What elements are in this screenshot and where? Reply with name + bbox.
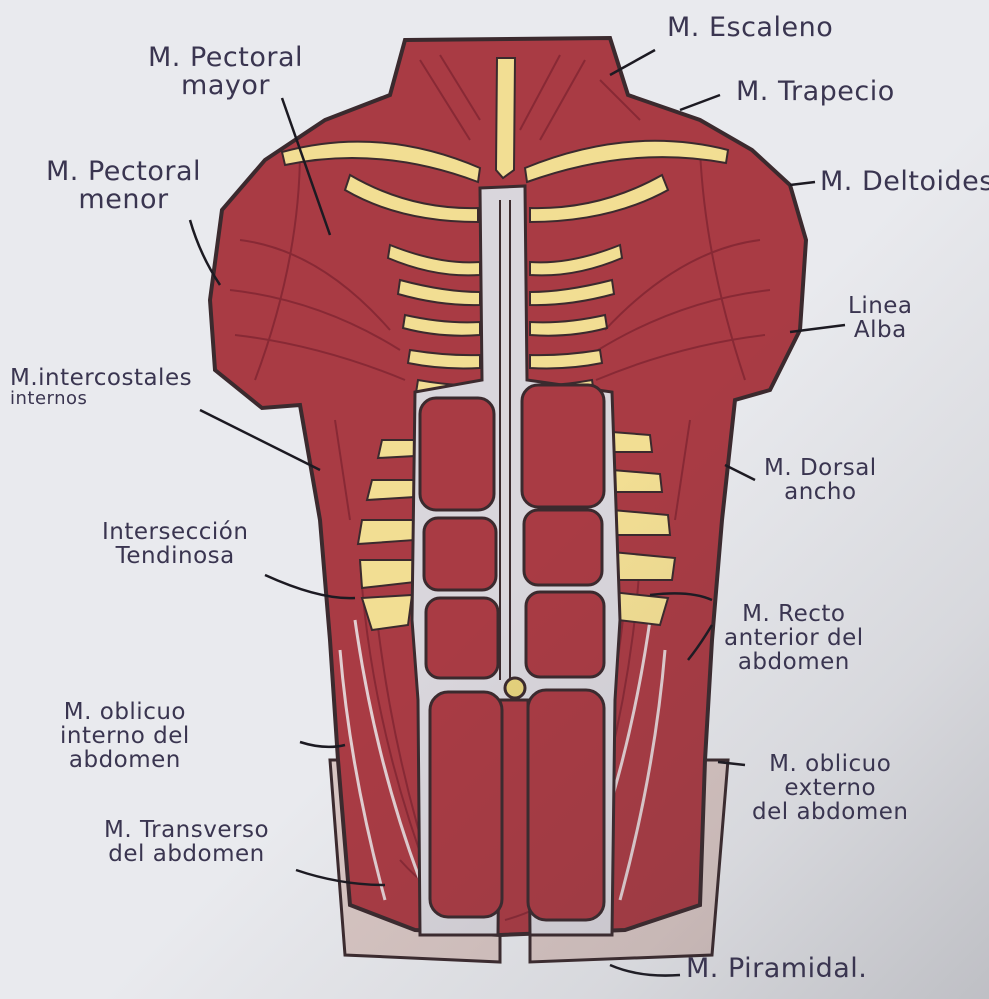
umbilicus	[505, 678, 525, 698]
label-pectoral-menor: M. Pectoral menor	[46, 158, 201, 215]
label-interseccion-tendinosa: Intersección Tendinosa	[102, 520, 248, 568]
label-piramidal: M. Piramidal.	[686, 955, 867, 983]
label-oblicuo-interno: M. oblicuo interno del abdomen	[60, 700, 190, 772]
label-linea-alba: Linea Alba	[848, 294, 913, 342]
label-dorsal-ancho: M. Dorsal ancho	[764, 456, 877, 504]
label-deltoides: M. Deltoides	[820, 168, 989, 196]
label-pectoral-mayor: M. Pectoral mayor	[148, 44, 303, 101]
label-escaleno: M. Escaleno	[667, 14, 833, 42]
label-oblicuo-externo: M. oblicuo externo del abdomen	[752, 752, 908, 824]
label-intercostales: M.intercostales internos	[10, 366, 192, 409]
label-recto-anterior: M. Recto anterior del abdomen	[724, 602, 864, 674]
label-trapecio: M. Trapecio	[736, 78, 895, 106]
neck-ligament	[496, 58, 515, 178]
label-transverso: M. Transverso del abdomen	[104, 818, 269, 866]
